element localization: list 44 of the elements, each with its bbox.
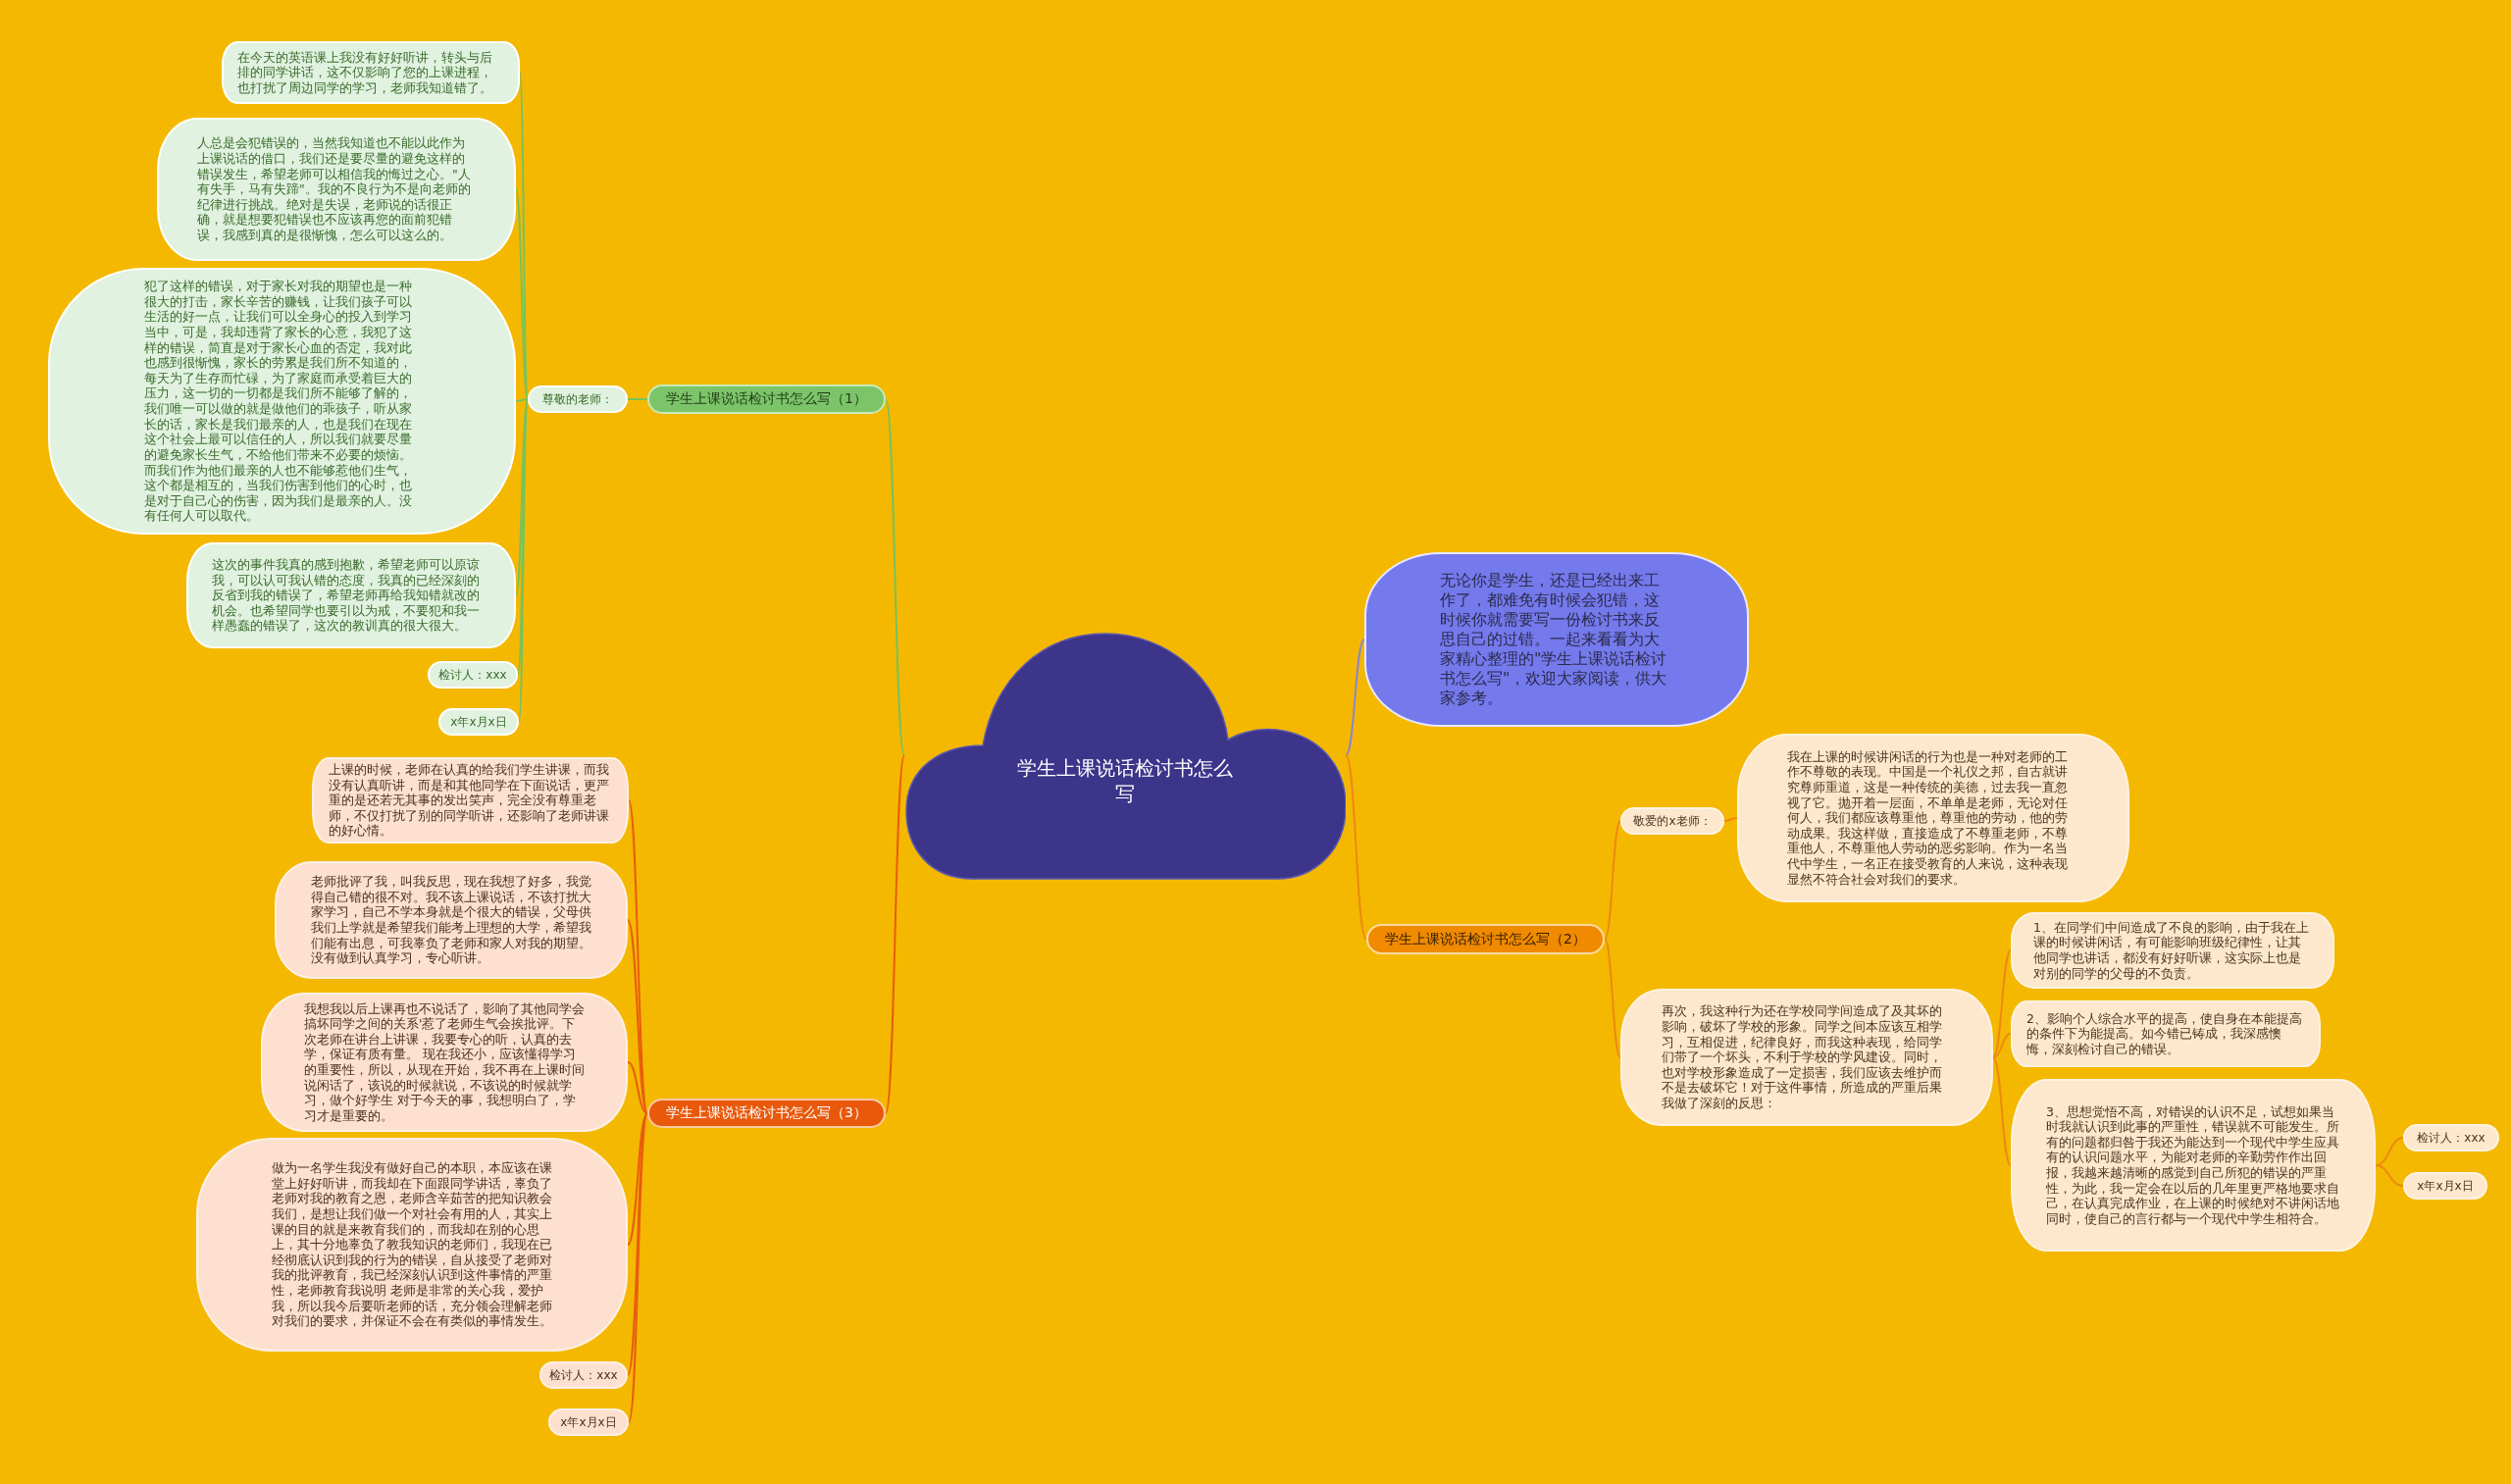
connector-line xyxy=(1992,949,2012,1058)
connector-line xyxy=(627,919,648,1114)
branch-topic: 学生上课说话检讨书怎么写（1） xyxy=(647,384,886,414)
text-bubble: 敬爱的x老师： xyxy=(1620,807,1724,835)
connector-line xyxy=(627,1112,648,1246)
connector-line xyxy=(627,398,648,400)
text-bubble: 检讨人：xxx xyxy=(539,1361,628,1389)
text-bubble: x年x月x日 xyxy=(548,1408,629,1436)
connector-line xyxy=(1604,938,1621,1058)
text-bubble: 检讨人：xxx xyxy=(428,661,518,689)
text-bubble: 尊敬的老师： xyxy=(528,385,628,413)
connector-line xyxy=(1345,639,1365,756)
connector-line xyxy=(885,398,905,756)
text-bubble: 检讨人：xxx xyxy=(2403,1124,2499,1151)
branch-topic: 学生上课说话检讨书怎么写（3） xyxy=(647,1099,886,1128)
connector-line xyxy=(2375,1164,2404,1187)
connector-line xyxy=(627,1061,648,1114)
text-bubble: 老师批评了我，叫我反思，现在我想了好多，我觉得自己错的很不对。我不该上课说话，不该打扰大家学习，自己不学本身就是个很大的错误，父母供我们上学就是希望我们能考上理想的大学，希望我们能有出息，可我辜负了老师和家人对我的期望。没有做到认真学习，专心听讲。 xyxy=(275,861,628,979)
text-bubble: 2、影响个人综合水平的提高，使自身在本能提高的条件下为能提高。如今错已铸成，我深感懊悔，深刻检讨自己的错误。 xyxy=(2011,1000,2321,1067)
text-bubble: x年x月x日 xyxy=(2403,1172,2487,1200)
connector-line xyxy=(1604,820,1621,941)
connector-line xyxy=(515,398,529,402)
connector-line xyxy=(1723,817,1738,822)
text-bubble: 在今天的英语课上我没有好好听讲，转头与后排的同学讲话，这不仅影响了您的上课进程，也打扰了周边同学的学习，老师我知道错了。 xyxy=(222,41,520,104)
connector-line xyxy=(885,754,905,1114)
central-topic-cloud: 学生上课说话检讨书怎么写 xyxy=(904,630,1346,881)
text-bubble: x年x月x日 xyxy=(438,708,519,736)
text-bubble: 我想我以后上课再也不说话了，影响了其他同学会搞坏同学之间的关系'惹了老师生气会挨批评。下次老师在讲台上讲课，我要专心的听，认真的去学，保证有质有量。 现在我还小，应该懂得学习的重要性，所以，从现在开始，我不再在上课时间说闲话了，该说的时候就说，不该说的时候就学习，做个好学生 对于今天的事，我想明白了，学习才是重要的。 xyxy=(261,993,628,1132)
connector-line xyxy=(1345,754,1367,941)
connector-line xyxy=(1992,1033,2012,1058)
intro-bubble: 无论你是学生，还是已经出来工作了，都难免有时候会犯错，这时候你就需要写一份检讨书来反思自己的过错。一起来看看为大家精心整理的"学生上课说话检讨书怎么写"，欢迎大家阅读，供大家参考。 xyxy=(1364,552,1749,727)
text-bubble: 我在上课的时候讲闲话的行为也是一种对老师的工作不尊敬的表现。中国是一个礼仪之邦，自古就讲究尊师重道，这是一种传统的美德，过去我一直忽视了它。抛开着一层面，不单单是老师，无论对任何人，我们都应该尊重他，尊重他的劳动，他的劳动成果。我这样做，直接造成了不尊重老师，不尊重他人，不尊重他人劳动的恶劣影响。作为一名当代中学生，一名正在接受教育的人来说，这种表现显然不符合社会对我们的要求。 xyxy=(1737,734,2129,902)
connector-line xyxy=(515,398,529,596)
branch-topic: 学生上课说话检讨书怎么写（2） xyxy=(1366,924,1605,954)
connector-line xyxy=(515,188,529,400)
text-bubble: 再次，我这种行为还在学校同学间造成了及其坏的影响，破坏了学校的形象。同学之间本应该互相学习，互相促进，纪律良好，而我这种表现，给同学们带了一个坏头，不利于学校的学风建设。同时，也对学校形象造成了一定损害，我们应该去维护而不是去破坏它！对于这件事情，所造成的严重后果我做了深刻的反思： xyxy=(1620,989,1993,1126)
text-bubble: 这次的事件我真的感到抱歉，希望老师可以原谅我，可以认可我认错的态度，我真的已经深刻的反省到我的错误了，希望老师再给我知错就改的机会。也希望同学也要引以为戒，不要犯和我一样愚蠢的错误了，这次的教训真的很大很大。 xyxy=(186,542,516,648)
text-bubble: 1、在同学们中间造成了不良的影响，由于我在上课的时候讲闲话，有可能影响班级纪律性，让其他同学也讲话，都没有好好听课，这实际上也是对别的同学的父母的不负责。 xyxy=(2011,912,2334,989)
text-bubble: 人总是会犯错误的，当然我知道也不能以此作为上课说话的借口，我们还是要尽量的避免这样的错误发生，希望老师可以相信我的悔过之心。"人有失手，马有失蹄"。我的不良行为不是向老师的纪律进行挑战。绝对是失误，老师说的话很正确，就是想要犯错误也不应该再您的面前犯错误，我感到真的是很惭愧，怎么可以这么的。 xyxy=(157,118,516,261)
text-bubble: 做为一名学生我没有做好自己的本职，本应该在课堂上好好听讲，而我却在下面跟同学讲话，辜负了老师对我的教育之恩，老师含辛茹苦的把知识教会我们，是想让我们做一个对社会有用的人，其实上课的目的就是来教育我们的，而我却在别的心思上，其十分地辜负了教我知识的老师们，我现在已经彻底认识到我的行为的错误，自从接受了老师对我的批评教育，我已经深刻认识到这件事情的严重性，老师教育我说明 老师是非常的关心我，爱护我，所以我今后要听老师的话，充分领会理解老师对我们的要求，并保证不会在有类似的事情发生。 xyxy=(196,1138,628,1352)
connector-line xyxy=(1992,1056,2012,1166)
text-bubble: 犯了这样的错误，对于家长对我的期望也是一种很大的打击，家长辛苦的赚钱，让我们孩子可以生活的好一点，让我们可以全身心的投入到学习当中，可是，我却违背了家长的心意，我犯了这样的错误，简直是对于家长心血的否定，我对此也感到很惭愧，家长的劳累是我们所不知道的，每天为了生存而忙碌，为了家庭而承受着巨大的压力，这一切的一切都是我们所不能够了解的，我们唯一可以做的就是做他们的乖孩子，听从家长的话，家长是我们最亲的人，也是我们在现在这个社会上最可以信任的人，所以我们就要尽量的避免家长生气，不给他们带来不必要的烦恼。而我们作为他们最亲的人也不能够惹他们生气，这个都是相互的，当我们伤害到他们的心时，也是对于自己心的伤害，因为我们是最亲的人。没有任何人可以取代。 xyxy=(48,268,516,535)
text-bubble: 上课的时候，老师在认真的给我们学生讲课，而我没有认真听讲，而是和其他同学在下面说话，更严重的是还若无其事的发出笑声，完全没有尊重老师，不仅打扰了别的同学听讲，还影响了老师讲课的好心情。 xyxy=(312,757,629,844)
text-bubble: 3、思想觉悟不高，对错误的认识不足，试想如果当时我就认识到此事的严重性，错误就不可能发生。所有的问题都归咎于我还为能达到一个现代中学生应具有的认识问题水平，为能对老师的辛勤劳作作出回报，我越来越清晰的感觉到自己所犯的错误的严重性，为此，我一定会在以后的几年里更严格地要求自己，在认真完成作业，在上课的时候绝对不讲闲话地同时，使自己的言行都与一个现代中学生相符合。 xyxy=(2011,1079,2376,1252)
